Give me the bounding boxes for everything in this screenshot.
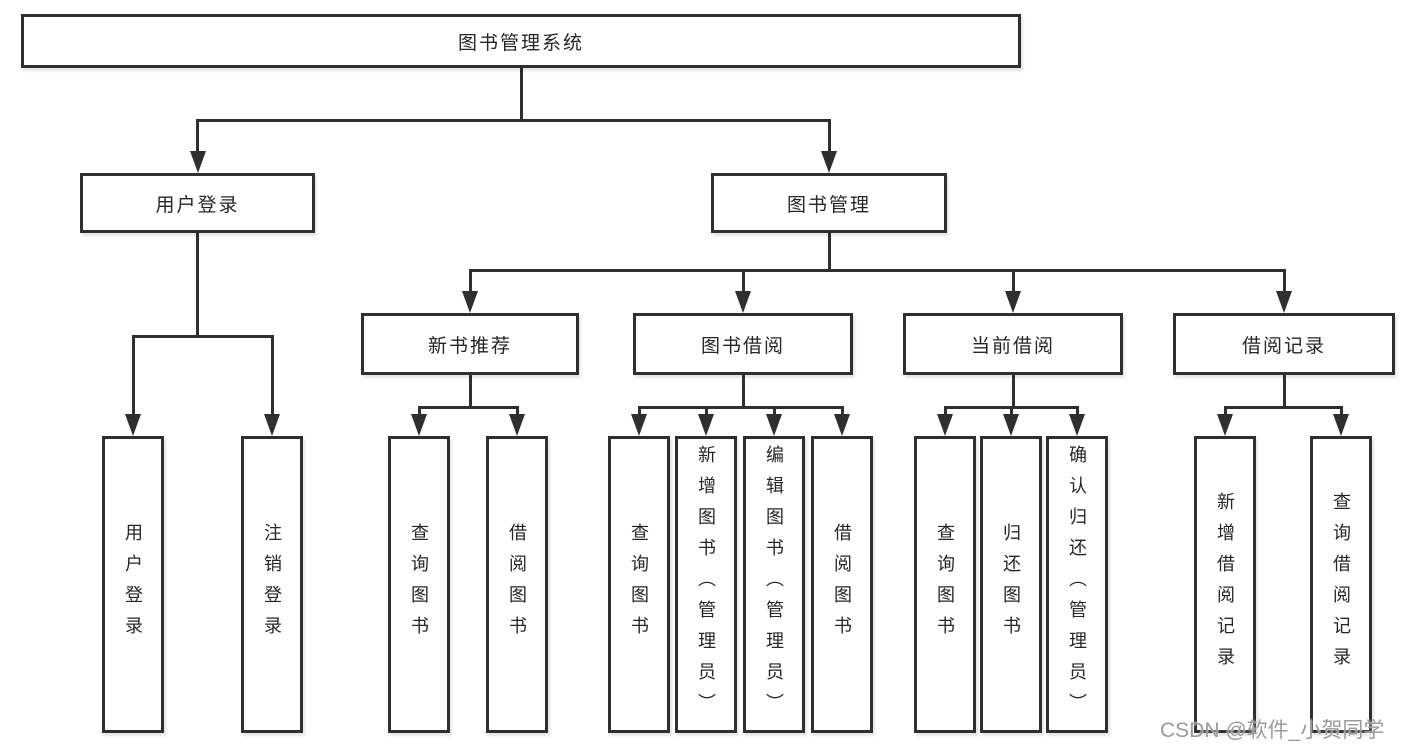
connector-line: [1011, 270, 1015, 293]
connector-line: [840, 407, 844, 416]
connector-line: [519, 67, 523, 121]
arrow-down-icon: [937, 414, 953, 436]
arrow-down-icon: [1005, 291, 1021, 313]
connector-line: [468, 374, 472, 408]
csdn-watermark: CSDN @软件_小贺同学: [1160, 719, 1385, 742]
node-borrow-records: 借阅记录: [1173, 313, 1395, 375]
leaf-query-books-borrow: 查询图书: [608, 436, 670, 733]
arrow-down-icon: [1217, 414, 1233, 436]
connector-line: [1009, 407, 1013, 416]
arrow-down-icon: [462, 291, 478, 313]
arrow-down-icon: [766, 414, 782, 436]
arrow-down-icon: [1333, 414, 1349, 436]
leaf-confirm-return-admin: 确认归还（管理员）: [1046, 436, 1108, 733]
node-book-borrow: 图书借阅: [633, 313, 853, 375]
connector-line: [704, 407, 708, 416]
connector-line: [1075, 407, 1079, 416]
leaf-query-books-current: 查询图书: [914, 436, 976, 733]
connector-line: [1011, 374, 1015, 408]
arrow-down-icon: [834, 414, 850, 436]
connector-line: [943, 407, 947, 416]
connector-line: [468, 270, 472, 293]
arrow-down-icon: [411, 414, 427, 436]
connector-line: [827, 120, 831, 153]
connector-line: [1223, 407, 1227, 416]
node-current-borrow: 当前借阅: [903, 313, 1123, 375]
connector-line: [772, 407, 776, 416]
arrow-down-icon: [125, 414, 141, 436]
arrow-down-icon: [264, 414, 280, 436]
connector-line: [741, 374, 745, 408]
connector-line: [637, 405, 844, 409]
connector-line: [1223, 405, 1343, 409]
connector-line: [196, 120, 199, 153]
arrow-down-icon: [189, 151, 206, 173]
connector-line: [196, 232, 199, 337]
leaf-logout: 注销登录: [241, 436, 303, 733]
arrow-down-icon: [1003, 414, 1019, 436]
leaf-borrow-books-recommend: 借阅图书: [486, 436, 548, 733]
leaf-borrow-books: 借阅图书: [811, 436, 873, 733]
connector-line: [131, 336, 135, 416]
leaf-query-borrow-record: 查询借阅记录: [1310, 436, 1372, 733]
connector-line: [637, 407, 641, 416]
leaf-edit-book-admin: 编辑图书（管理员）: [743, 436, 805, 733]
arrow-down-icon: [821, 151, 837, 173]
connector-line: [1282, 270, 1286, 293]
leaf-add-book-admin: 新增图书（管理员）: [675, 436, 737, 733]
arrow-down-icon: [1276, 291, 1292, 313]
arrow-down-icon: [631, 414, 647, 436]
arrow-down-icon: [1069, 414, 1085, 436]
connector-line: [417, 405, 519, 409]
leaf-add-borrow-record: 新增借阅记录: [1194, 436, 1256, 733]
leaf-return-book: 归还图书: [980, 436, 1042, 733]
leaf-query-books-recommend: 查询图书: [388, 436, 450, 733]
connector-line: [196, 118, 831, 122]
connector-line: [417, 407, 421, 416]
connector-line: [270, 336, 274, 416]
arrow-down-icon: [698, 414, 714, 436]
connector-line: [515, 407, 519, 416]
node-book-management: 图书管理: [711, 173, 947, 233]
connector-line: [1282, 374, 1286, 408]
node-user-login: 用户登录: [80, 173, 315, 233]
connector-line: [741, 270, 745, 293]
connector-line: [468, 268, 1286, 272]
node-new-book-recommend: 新书推荐: [361, 313, 579, 375]
leaf-user-login: 用户登录: [102, 436, 164, 733]
node-root-library-system: 图书管理系统: [21, 14, 1021, 68]
connector-line: [1339, 407, 1343, 416]
arrow-down-icon: [509, 414, 525, 436]
connector-line: [827, 232, 831, 271]
connector-line: [131, 334, 274, 338]
arrow-down-icon: [735, 291, 751, 313]
